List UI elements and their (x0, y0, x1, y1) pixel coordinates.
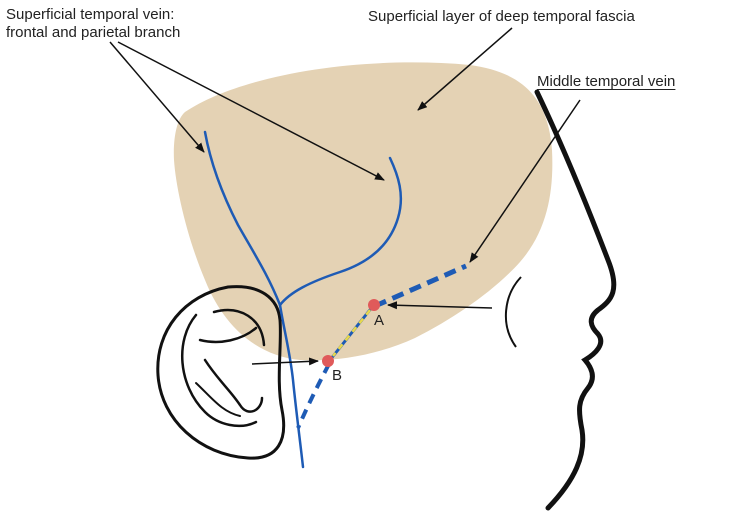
superficial-temporal-vein-label-line1: Superficial temporal vein: (6, 6, 180, 24)
middle-temporal-vein-label: Middle temporal vein (537, 73, 675, 91)
point-b-label: B (332, 367, 342, 384)
middle-temporal-vein-lower-dashed (298, 364, 329, 428)
point-a-label: A (374, 312, 384, 329)
arrow-to-point-b (252, 361, 318, 364)
fascia-label: Superficial layer of deep temporal fasci… (368, 8, 635, 26)
superficial-temporal-vein-label: Superficial temporal vein: frontal and p… (6, 6, 180, 42)
superficial-temporal-vein-label-line2: frontal and parietal branch (6, 24, 180, 42)
point-b-marker (322, 355, 334, 367)
arrow-to-frontal-branch (110, 42, 204, 152)
orbit-outline (506, 277, 521, 347)
point-a-marker (368, 299, 380, 311)
